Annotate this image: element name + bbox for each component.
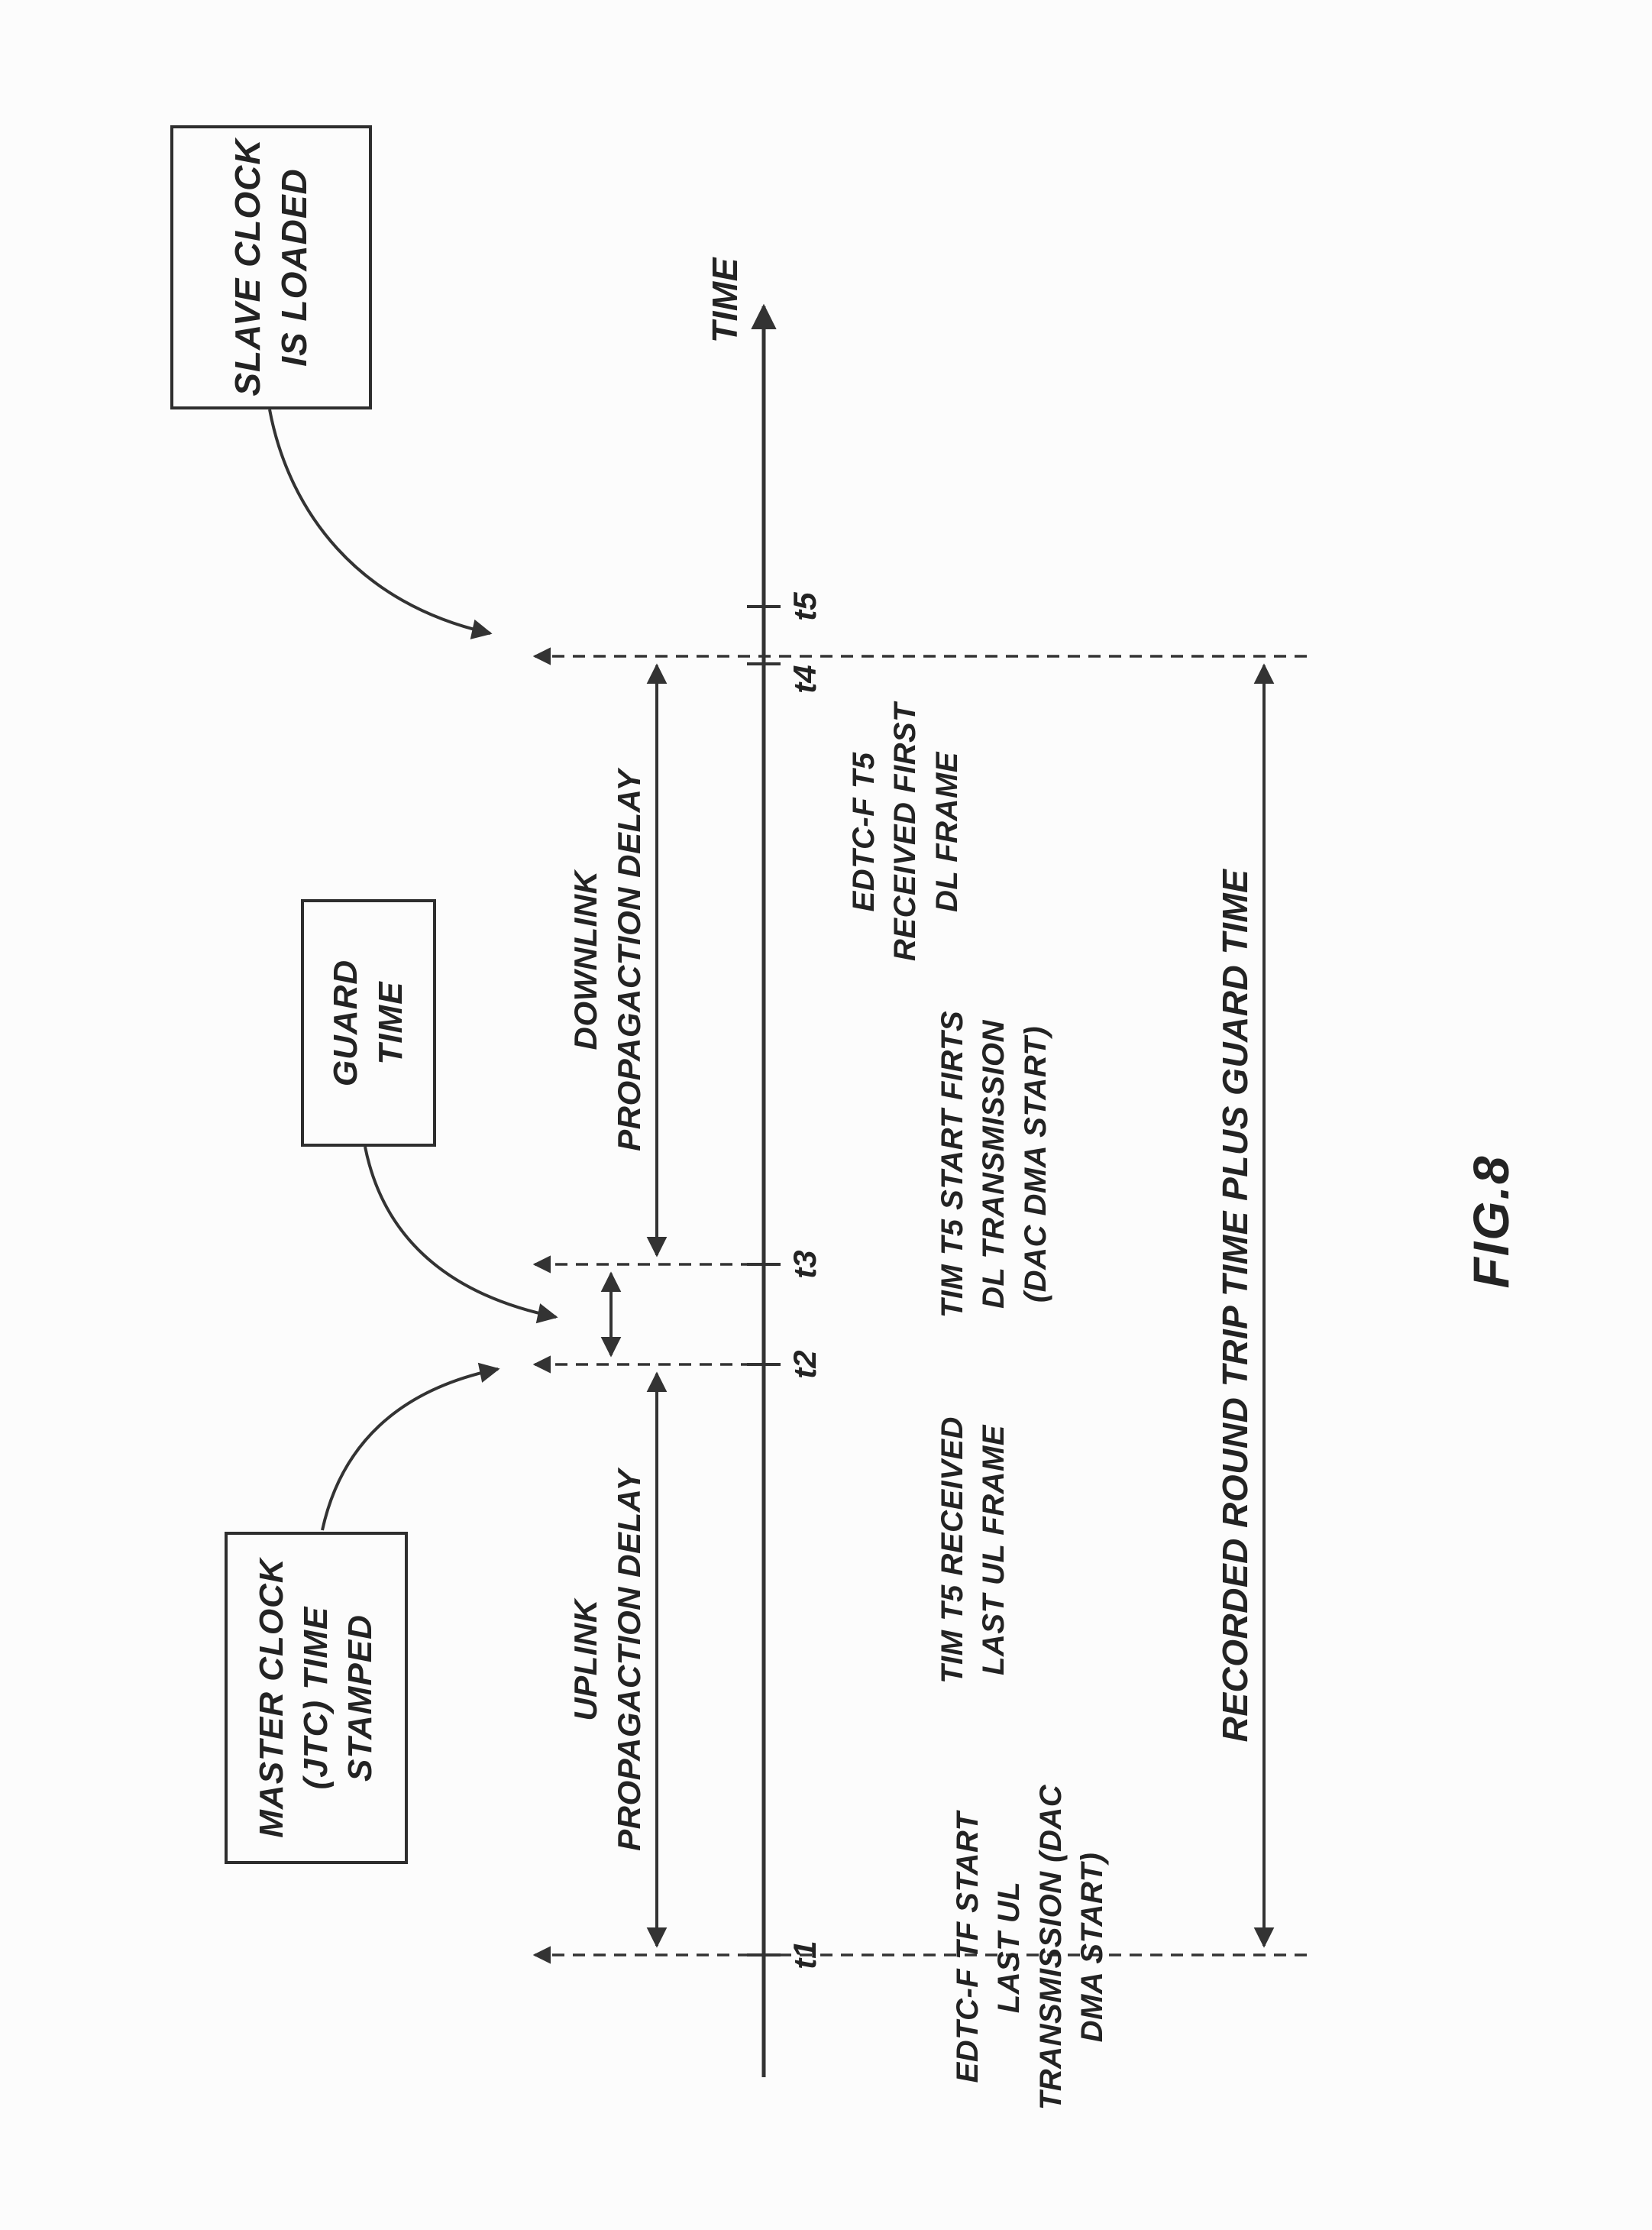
guard-time-box-line: GUARD xyxy=(327,959,365,1087)
round-trip-label: RECORDED ROUND TRIP TIME PLUS GUARD TIME xyxy=(1215,869,1255,1743)
slave-clock-box: SLAVE CLOCK IS LOADED xyxy=(170,125,372,409)
uplink-delay-label-line: PROPAGACTION DELAY xyxy=(611,1469,648,1851)
guard-time-box-line: TIME xyxy=(371,981,409,1065)
slave-clock-box-line: IS LOADED xyxy=(274,168,314,367)
master-clock-box-line: (JTC) TIME xyxy=(296,1606,335,1790)
uplink-delay-label: UPLINK PROPAGACTION DELAY xyxy=(564,1431,651,1889)
event-label-t4-line: DL FRAME xyxy=(929,752,964,912)
master-clock-box-line: STAMPED xyxy=(341,1614,380,1782)
slave-clock-box-line: SLAVE CLOCK xyxy=(228,138,268,396)
master-clock-box-line: MASTER CLOCK xyxy=(252,1558,290,1838)
dimension-arrows xyxy=(600,663,1275,1948)
event-label-t2-line: TIM T5 RECEIVED xyxy=(936,1416,969,1684)
event-label-t2-line: LAST UL FRAME xyxy=(977,1425,1011,1675)
event-label-t3-line: (DAC DMA START) xyxy=(1018,1025,1052,1303)
event-label-t3-line: DL TRANSMISSION xyxy=(977,1020,1011,1309)
downlink-delay-label-line: PROPAGACTION DELAY xyxy=(611,769,648,1151)
figure-number: FIG.8 xyxy=(1463,1154,1519,1289)
event-label-t1: EDTC-F TF START LAST UL TRANSMISSION (DA… xyxy=(947,1749,1114,2146)
downlink-delay-label: DOWNLINK PROPAGACTION DELAY xyxy=(564,731,651,1189)
leader-arrows xyxy=(268,409,558,1531)
tick-label-t2: t2 xyxy=(787,1350,823,1379)
master-clock-leader xyxy=(321,1362,500,1531)
guard-time-leader xyxy=(364,1146,558,1324)
master-clock-box: MASTER CLOCK (JTC) TIME STAMPED xyxy=(225,1532,408,1864)
event-label-t1-line: EDTC-F TF START xyxy=(951,1811,984,2083)
event-label-t1-line: DMA START) xyxy=(1075,1852,1110,2043)
time-axis-label: TIME xyxy=(705,257,745,343)
event-label-t4-line: RECEIVED FIRST xyxy=(888,702,923,962)
guard-time-box: GUARD TIME xyxy=(301,899,436,1147)
event-label-t1-line: LAST UL xyxy=(992,1881,1026,2014)
event-label-t2: TIM T5 RECEIVED LAST UL FRAME xyxy=(932,1374,1015,1726)
tick-label-t1: t1 xyxy=(787,1940,823,1969)
dashed-time-lines xyxy=(532,647,1307,1964)
slave-clock-leader xyxy=(268,409,493,639)
event-label-t4: EDTC-F T5 RECEIVED FIRST DL FRAME xyxy=(843,672,968,992)
tick-label-t3: t3 xyxy=(787,1250,823,1279)
uplink-delay-label-line: UPLINK xyxy=(567,1599,603,1721)
event-label-t1-line: TRANSMISSION (DAC xyxy=(1033,1784,1068,2111)
event-label-t3: TIM T5 START FIRTS DL TRANSMISSION (DAC … xyxy=(932,983,1056,1345)
event-label-t4-line: EDTC-F T5 xyxy=(847,752,881,912)
downlink-delay-label-line: DOWNLINK xyxy=(567,870,603,1050)
event-label-t3-line: TIM T5 START FIRTS xyxy=(936,1010,969,1319)
tick-label-t5: t5 xyxy=(787,592,823,621)
